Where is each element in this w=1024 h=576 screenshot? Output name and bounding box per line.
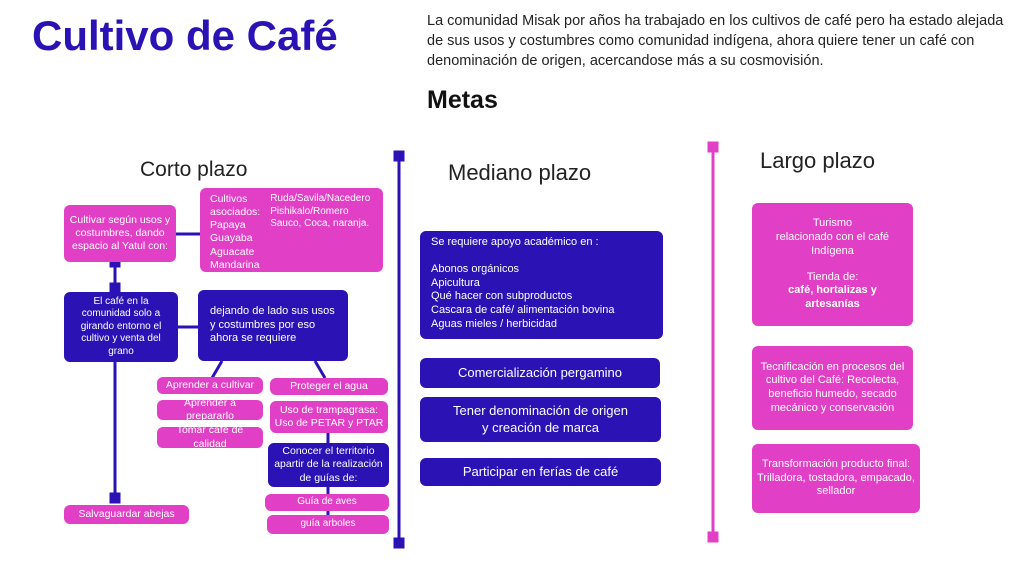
apoyo-item: Abonos orgánicos [431,262,520,275]
cultivar-box: Cultivar según usos y costumbres, dando … [64,205,176,262]
aprender-prepararlo: Aprender a prepararlo [157,397,263,422]
comercializacion-box: Comercialización pergamino [420,358,660,388]
apoyo-item: Apicultura [431,276,480,289]
apoyo-item: Cascara de café/ alimentación bovina [431,304,615,316]
transformacion-box: Transformación producto final: Trillador… [752,444,920,513]
asociados-list-b: Ruda/Savila/Nacedero Pishikalo/Romero Sa… [270,193,371,229]
apoyo-box: Se requiere apoyo académico en : Abonos … [420,231,663,339]
aprender-cultivar: Aprender a cultivar [157,377,263,394]
apoyo-title: Se requiere apoyo académico en : [431,236,599,248]
apoyo-item: Aguas mieles / herbicidad [431,317,557,330]
page-title: Cultivo de Café [32,12,338,59]
intro-text: La comunidad Misak por años ha trabajado… [427,13,1004,69]
corto-heading: Corto plazo [140,158,248,181]
mediano-heading: Mediano plazo [448,160,592,185]
tomar-cafe: Tomar café de calidad [157,424,263,450]
dejando-box: dejando de lado sus usos y costumbres po… [198,290,348,361]
largo-heading: Largo plazo [760,148,875,173]
tienda-items: café, hortalizas y artesanías [788,284,877,310]
salvaguardar-abejas: Salvaguardar abejas [64,505,189,524]
guia-aves: Guía de aves [265,494,389,511]
apoyo-item: Qué hacer con subproductos [431,290,573,303]
asociados-box: Cultivos asociados: Papaya Guayaba Aguac… [200,188,383,272]
trampagrasa: Uso de trampagrasa: Uso de PETAR y PTAR [270,401,388,433]
metas-heading: Metas [427,86,498,114]
cafe-box: El café en la comunidad solo a girando e… [64,292,178,362]
denominacion-box: Tener denominación de origen y creación … [420,397,661,442]
turismo-text: Turismo relacionado con el café Indígena [775,217,890,257]
tecnificacion-box: Tecnificación en procesos del cultivo de… [752,346,913,430]
guia-arboles: guía arboles [267,515,389,534]
asociados-list-a: Cultivos asociados: Papaya Guayaba Aguac… [210,193,261,271]
territorio-box: Conocer el territorio apartir de la real… [268,443,389,487]
tienda-text: Tienda de: [806,270,859,283]
turismo-box: Turismo relacionado con el café Indígena… [752,203,913,326]
proteger-agua: Proteger el agua [270,378,388,395]
ferias-box: Participar en ferías de café [420,458,661,486]
